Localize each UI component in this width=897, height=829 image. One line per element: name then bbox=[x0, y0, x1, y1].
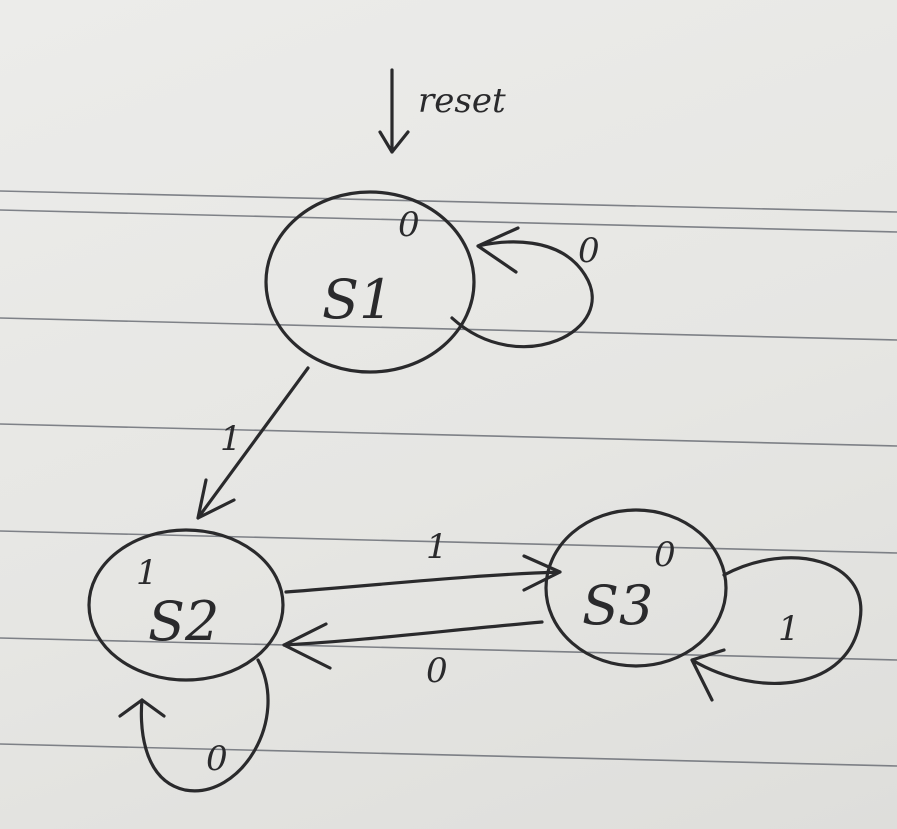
state-s2-circle bbox=[87, 528, 285, 682]
reset-arrow bbox=[378, 68, 410, 154]
reset-label: reset bbox=[418, 81, 506, 121]
s2-to-s3-arrow bbox=[284, 554, 562, 594]
state-s3-output: 0 bbox=[654, 535, 676, 575]
state-s2-mark: 1 bbox=[136, 553, 158, 593]
s1-to-s2-label: 1 bbox=[220, 419, 242, 459]
s3-to-s2-label: 0 bbox=[426, 651, 448, 691]
paper-rules bbox=[0, 190, 897, 767]
s2-self-loop-label: 0 bbox=[206, 739, 228, 779]
s2-to-s3-label: 1 bbox=[426, 527, 448, 567]
s3-self-loop bbox=[690, 556, 863, 702]
s3-self-loop-label: 1 bbox=[778, 609, 800, 649]
s2-self-loop bbox=[118, 658, 270, 793]
s1-self-loop-label: 0 bbox=[578, 231, 600, 271]
state-s1-label: S1 bbox=[322, 268, 393, 331]
state-s1-output: 0 bbox=[398, 205, 420, 245]
state-s3-label: S3 bbox=[582, 574, 653, 637]
s1-to-s2-arrow bbox=[196, 366, 310, 520]
s3-to-s2-arrow bbox=[282, 620, 544, 670]
state-s1-circle bbox=[264, 190, 476, 374]
state-s2-label: S2 bbox=[148, 590, 219, 653]
s1-self-loop bbox=[450, 226, 594, 349]
state-s3-circle bbox=[544, 508, 728, 668]
